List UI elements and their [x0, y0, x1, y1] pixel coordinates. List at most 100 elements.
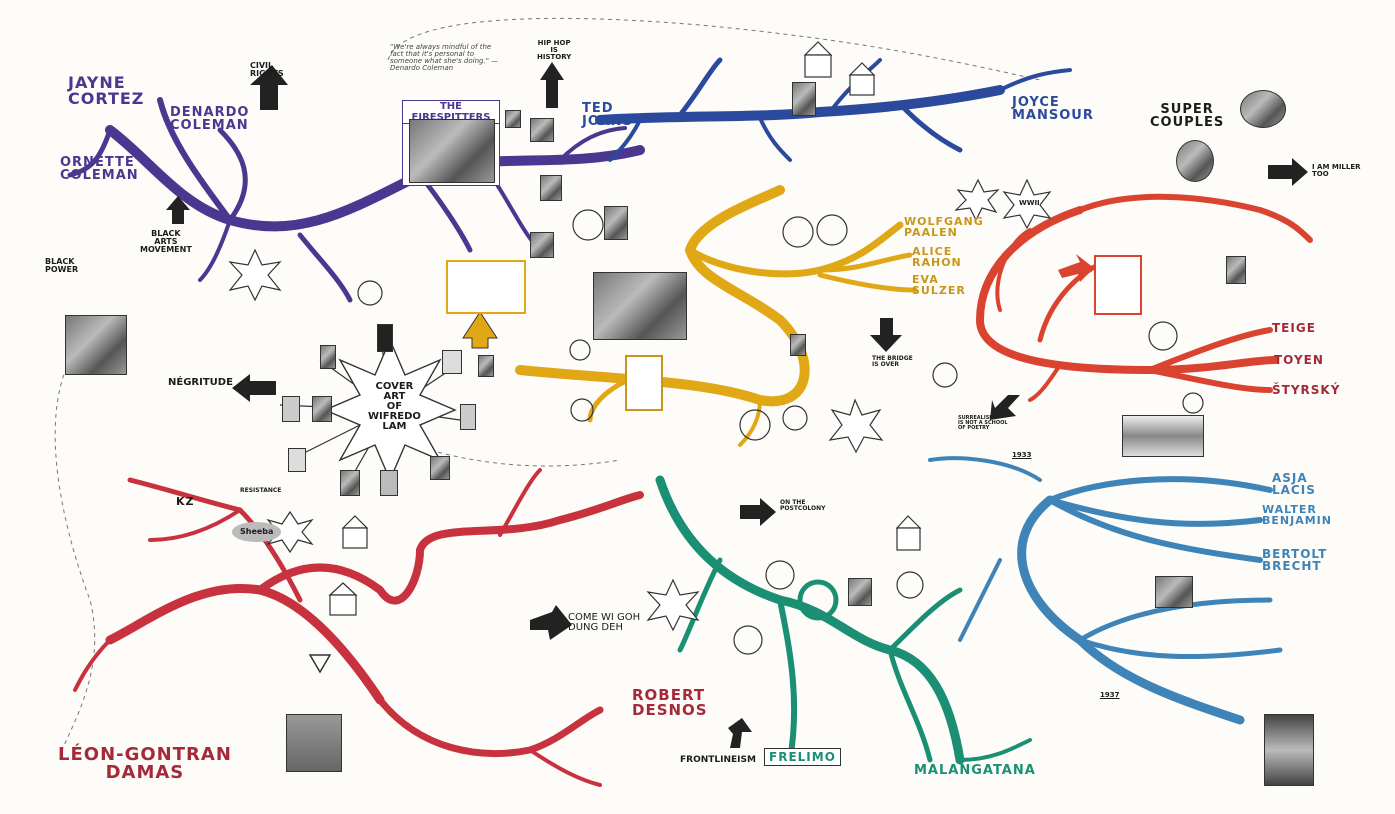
frontlineism-label: FRONTLINEISM: [680, 755, 756, 765]
eva-sulzer-label: EVA SULZER: [912, 273, 966, 297]
cover-art-label: COVER ART OF WIFREDO LAM: [368, 381, 421, 432]
small-photo-e: [604, 206, 628, 240]
red-arrow: [1058, 254, 1094, 282]
cover-thumb-2: [320, 345, 336, 369]
walter-benjamin-label: WALTER BENJAMIN: [1262, 503, 1332, 527]
cover-thumb-9: [460, 404, 476, 430]
ornette-coleman-label: ORNETTE COLEMAN: [60, 155, 139, 183]
blue-portrait: [792, 82, 816, 116]
green-painting: [848, 578, 872, 606]
frontlineism-arrow: [728, 718, 752, 748]
ted-joans-label: TED JOANS: [582, 101, 633, 129]
small-star: [954, 178, 1000, 222]
cover-thumb-1: [377, 324, 393, 352]
house-icons: [328, 41, 922, 616]
miller-arrow: [1268, 158, 1308, 186]
green-branch: [655, 475, 1032, 765]
come-wi-arrow: [530, 605, 572, 640]
cover-thumb-3: [282, 396, 300, 422]
yellow-manuscript-image: [446, 260, 526, 314]
black-power-label: BLACK POWER: [45, 257, 79, 274]
super-couples-figure: [1176, 140, 1214, 182]
crimson-branch: [73, 468, 644, 787]
civil-rights-arrow: [250, 65, 288, 110]
red-document-image: [1094, 255, 1142, 315]
postcolony-label: ON THE POSTCOLONY: [780, 499, 826, 512]
red-book: [1226, 256, 1246, 284]
arcade-photo: [1264, 714, 1314, 786]
resistance-label: RESISTANCE: [240, 487, 282, 494]
dashed-connector-left: [54, 359, 96, 761]
mountain-landscape: [1122, 415, 1204, 457]
come-wi-goh-label: COME WI GOH DUNG DEH: [568, 612, 641, 633]
wwii-star: [1002, 178, 1052, 230]
new-star: [266, 510, 314, 554]
wolfgang-paalen-label: WOLFGANG PAALEN: [904, 215, 984, 239]
frelimo-label: FRELIMO: [764, 748, 841, 766]
yellow-portrait-drawing: [625, 355, 663, 411]
green-star: [646, 578, 700, 632]
bubbles: [357, 209, 1204, 655]
kz-label: KZ: [176, 495, 195, 508]
damas-building-photo: [286, 714, 342, 772]
small-photo-c: [540, 175, 562, 201]
robert-desnos-label: ROBERT DESNOS: [632, 686, 708, 719]
bertolt-brecht-label: BERTOLT BRECHT: [1262, 547, 1328, 573]
hip-hop-arrow: [540, 62, 564, 108]
cover-thumb-6: [340, 470, 360, 496]
year-1933-label: 1933: [1012, 451, 1032, 459]
green-loop: [797, 579, 839, 621]
small-photo-b: [530, 118, 554, 142]
cover-thumb-8: [430, 456, 450, 480]
year-1937-label: 1937: [1100, 691, 1120, 699]
sheeba-label: Sheeba: [232, 522, 282, 542]
light-blue-branch: [928, 456, 1283, 725]
surrealists-group-photo: [593, 272, 687, 340]
brecht-photo: [1155, 576, 1193, 608]
surrealism-arrow: [990, 395, 1020, 420]
malangatana-label: MALANGATANA: [914, 763, 1036, 778]
alice-rahon-label: ALICE RAHON: [912, 245, 962, 269]
small-photo-f: [790, 334, 806, 356]
firespitters-group-photo: [409, 119, 495, 183]
styrsky-label: ŠTYRSKÝ: [1272, 383, 1341, 397]
black-arts-photo: [65, 315, 127, 375]
postcolony-arrow: [740, 498, 776, 526]
warning-triangle: [308, 654, 332, 674]
jayne-cortez-label: JAYNE CORTEZ: [68, 73, 145, 108]
wwii-label: WWII: [1019, 199, 1040, 207]
surrealism-label: SURREALISM IS NOT A SCHOOL OF POETRY: [958, 415, 1008, 431]
negritude-label: NÉGRITUDE: [168, 377, 233, 388]
super-couples-figure-2: [1240, 90, 1286, 128]
cover-thumb-10: [442, 350, 462, 374]
blue-branch: [595, 57, 1072, 162]
joyce-mansour-label: JOYCE MANSOUR: [1012, 95, 1094, 123]
denardo-coleman-label: DENARDO COLEMAN: [170, 105, 250, 133]
teige-label: TEIGE: [1272, 321, 1316, 335]
orange-red-branch: [975, 193, 1313, 402]
cover-thumb-5: [288, 448, 306, 472]
leon-gontran-damas-label: LÉON-GONTRAN DAMAS: [58, 744, 232, 783]
miller-label: I AM MILLER TOO: [1312, 163, 1361, 178]
civil-rights-label: CIVIL RIGHTS: [250, 61, 284, 78]
toyen-label: TOYEN: [1274, 353, 1324, 367]
yellow-arrow: [462, 311, 498, 349]
wats-star: [228, 248, 282, 302]
cover-thumb-11: [478, 355, 494, 377]
asja-lacis-label: ASJA LACIS: [1272, 471, 1316, 497]
dashed-connector-top: [387, 17, 1041, 81]
dashed-connector-center: [399, 439, 621, 467]
cover-thumb-4: [312, 396, 332, 422]
small-photo-d: [530, 232, 554, 258]
medical-star: [828, 398, 884, 454]
bridge-label: THE BRIDGE IS OVER: [872, 355, 913, 368]
firespitters-photo-frame: THE FIRESPITTERS: [402, 100, 500, 186]
hip-hop-label: HIP HOP IS HISTORY: [537, 39, 572, 61]
small-photo-a: [505, 110, 521, 128]
cover-thumb-7: [380, 470, 398, 496]
firespitters-quote: "We're always mindful of the fact that i…: [390, 43, 499, 72]
black-arts-label: BLACK ARTS MOVEMENT: [140, 229, 192, 254]
bridge-arrow: [870, 318, 902, 352]
black-arts-arrow: [166, 196, 190, 224]
